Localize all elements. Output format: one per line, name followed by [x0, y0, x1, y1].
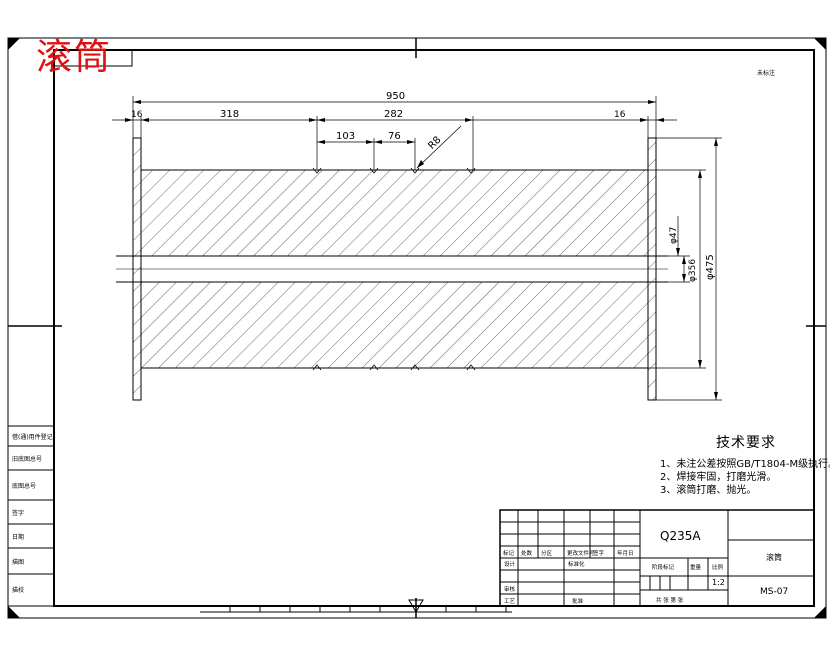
dim-318: 318 [220, 109, 239, 120]
side-table-label: 签字 [12, 509, 24, 517]
side-table-label: 旧底图总号 [12, 455, 42, 463]
dim-r8: R8 [426, 135, 443, 152]
dim-282: 282 [384, 109, 403, 120]
sheet-label: 共 张 第 张 [656, 596, 684, 604]
scale-value-text: 1:2 [712, 578, 725, 587]
dim-16-left: 16 [131, 110, 143, 120]
stage-label: 阶段标记 [652, 563, 675, 571]
bottom-scale [200, 605, 512, 613]
outer-frame [7, 37, 827, 619]
process-label: 工艺 [504, 598, 516, 605]
revision-headers: 标记处数分区 更改文件号签字 年月日 [503, 549, 634, 557]
dim-950: 950 [386, 91, 405, 102]
approve-label: 批准 [572, 597, 584, 605]
check-label: 审核 [504, 585, 516, 593]
revision-header: 年月日 [617, 549, 634, 557]
tech-requirement-item: 2、焊接牢固，打磨光滑。 [660, 472, 777, 483]
tech-requirement-item: 3、滚筒打磨、抛光。 [660, 485, 757, 496]
drawing-title: 滚筒 [36, 37, 113, 78]
revision-header: 签字 [593, 549, 605, 557]
tech-requirements-title: 技术要求 [716, 435, 776, 451]
material-text: Q235A [660, 529, 701, 543]
revision-header: 分区 [541, 549, 553, 557]
dim-103: 103 [336, 131, 355, 142]
side-table-label: 描图 [12, 558, 24, 566]
dim-16-right: 16 [614, 110, 626, 120]
scale-label: 比例 [712, 563, 724, 571]
dimension-arrows [125, 100, 718, 400]
revision-header: 标记 [503, 549, 515, 557]
corner-box [53, 49, 133, 67]
side-table-label: 描校 [12, 586, 24, 594]
revision-header: 处数 [521, 549, 533, 557]
designer-label: 设计 [504, 560, 516, 568]
std-label: 标准化 [568, 560, 585, 568]
drawing-number-text: MS-07 [760, 587, 788, 597]
dim-phi47: φ47 [669, 227, 679, 244]
tech-requirement-item: 1、未注公差按照GB/T1804-M级执行。 [660, 459, 830, 470]
dim-phi356: φ356 [688, 259, 698, 282]
weight-label: 重量 [690, 563, 702, 571]
dim-76: 76 [388, 131, 401, 142]
corner-note: 未标注 [757, 69, 775, 77]
drum-lower [140, 281, 649, 369]
tech-requirements: 技术要求 1、未注公差按照GB/T1804-M级执行。 2、焊接牢固，打磨光滑。… [660, 432, 830, 497]
side-table-label: 借(通)用件登记 [12, 433, 53, 441]
side-table [7, 425, 55, 607]
part-name-text: 滚筒 [766, 552, 782, 562]
roller-section [116, 137, 668, 401]
side-table-label: 底图总号 [12, 482, 36, 490]
dimension-lines [112, 96, 722, 401]
side-table-label: 日期 [12, 533, 24, 541]
title-block-texts: Q235A 滚筒 MS-07 1:2 阶段标记 重量 比例 共 张 第 张 设计… [504, 529, 788, 605]
drum-upper [140, 169, 649, 257]
dim-phi475: φ475 [705, 254, 716, 280]
title-block [499, 509, 815, 607]
revision-header: 更改文件号 [567, 549, 595, 557]
